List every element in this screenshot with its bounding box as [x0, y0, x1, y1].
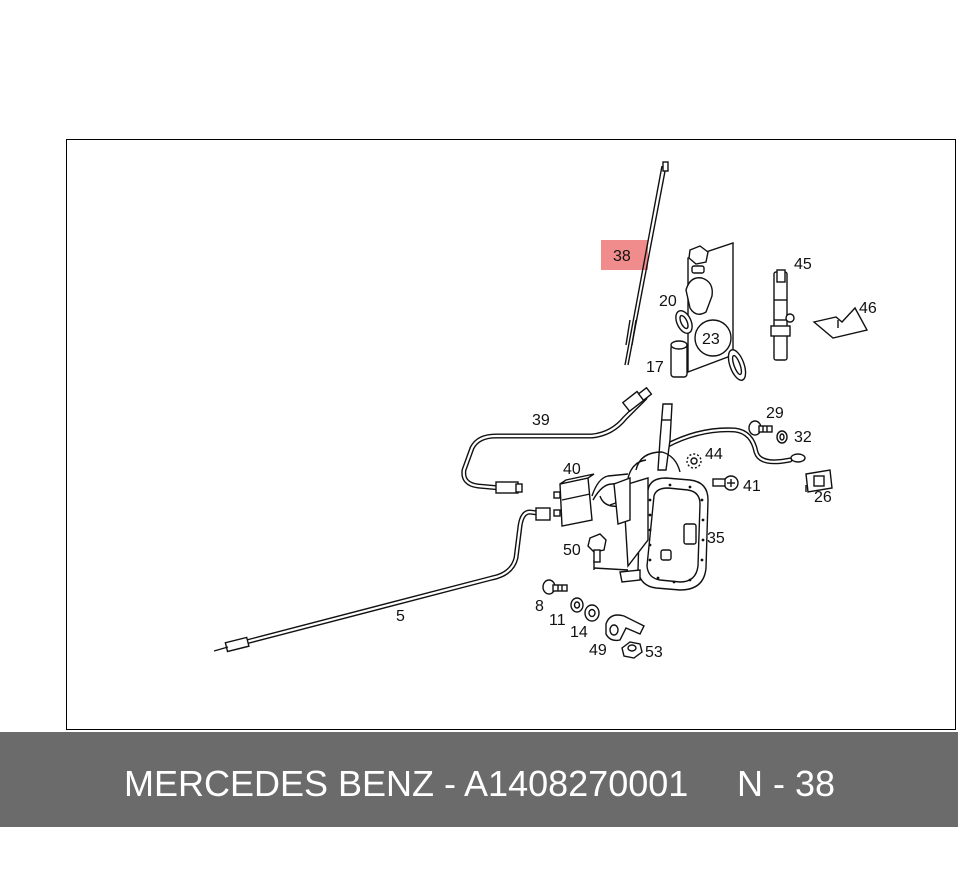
- part-39-cable[interactable]: [461, 386, 653, 494]
- label-40: 40: [563, 461, 581, 478]
- part-46-pad[interactable]: [812, 306, 869, 339]
- part-32-washer[interactable]: [776, 430, 788, 444]
- part-53-nut[interactable]: [621, 641, 643, 659]
- label-23: 23: [702, 331, 720, 348]
- part-41-screw[interactable]: [712, 475, 739, 491]
- footer-brand-part-number: MERCEDES BENZ - A1408270001: [124, 763, 689, 804]
- part-49-bracket[interactable]: [605, 614, 645, 642]
- part-26-clip[interactable]: [805, 469, 833, 493]
- label-20: 20: [659, 293, 677, 310]
- part-5-coax-cable[interactable]: [213, 507, 551, 653]
- part-nut[interactable]: [688, 245, 709, 274]
- label-14: 14: [570, 624, 588, 641]
- label-41: 41: [743, 478, 761, 495]
- footer-bar: [0, 732, 958, 827]
- parts-diagram: 38 20 23 17 45 46: [213, 161, 877, 661]
- label-11: 11: [549, 612, 566, 629]
- label-32: 32: [794, 429, 812, 446]
- label-26: 26: [814, 489, 832, 506]
- label-45: 45: [794, 256, 812, 273]
- label-44: 44: [705, 446, 723, 463]
- label-5: 5: [396, 608, 405, 625]
- part-seal-ring[interactable]: [725, 348, 749, 383]
- label-39: 39: [532, 412, 550, 429]
- part-38-antenna-mast[interactable]: [601, 161, 669, 366]
- part-23-callout: [694, 319, 732, 357]
- label-46: 46: [859, 300, 877, 317]
- footer-text: MERCEDES BENZ - A1408270001 N - 38: [0, 763, 958, 889]
- label-38: 38: [613, 248, 631, 265]
- label-29: 29: [766, 405, 784, 422]
- part-45-antenna-tube[interactable]: [770, 269, 795, 361]
- label-50: 50: [563, 542, 581, 559]
- part-20-grommet[interactable]: [673, 277, 713, 336]
- part-40-relay-module[interactable]: [553, 473, 595, 527]
- part-38-highlight: [601, 240, 648, 270]
- part-11-washer[interactable]: [570, 597, 584, 613]
- label-49: 49: [589, 642, 607, 659]
- part-antenna-motor[interactable]: [593, 403, 709, 591]
- part-44-star-washer[interactable]: [686, 453, 702, 469]
- part-29-bolt[interactable]: [748, 420, 773, 436]
- label-35: 35: [707, 530, 725, 547]
- part-50-bolt[interactable]: [587, 533, 607, 563]
- part-17-sleeve[interactable]: [670, 340, 688, 378]
- label-53: 53: [645, 644, 663, 661]
- part-ground-wire[interactable]: [663, 427, 806, 465]
- footer-page-reference: N - 38: [737, 763, 836, 804]
- label-17: 17: [646, 359, 664, 376]
- part-8-bolt[interactable]: [542, 579, 568, 595]
- label-8: 8: [535, 598, 544, 615]
- part-14-nut[interactable]: [584, 604, 600, 622]
